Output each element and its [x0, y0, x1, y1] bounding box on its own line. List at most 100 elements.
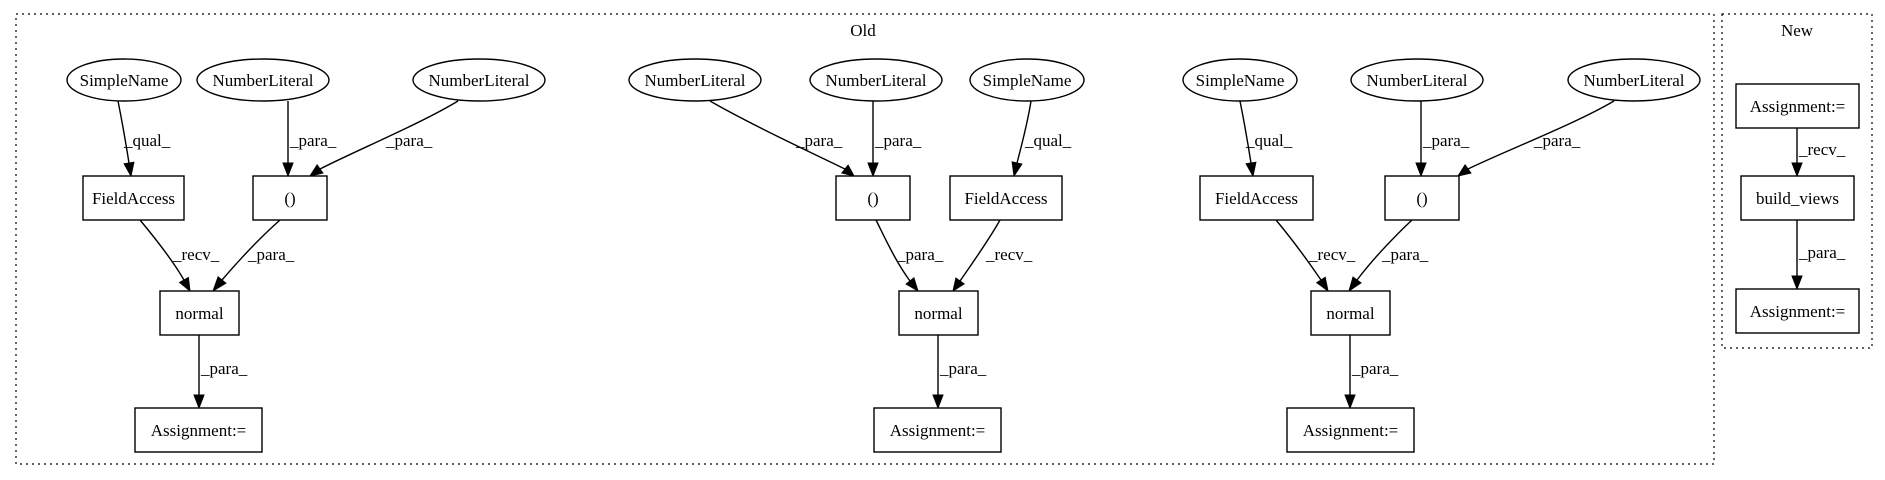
node-nl4-label: NumberLiteral	[825, 71, 926, 90]
edge-e16	[1275, 219, 1329, 293]
edge-e4-label: _recv_	[172, 245, 220, 264]
node-as2-label: Assignment:=	[890, 421, 986, 440]
node-fa3: FieldAccess	[1199, 175, 1314, 221]
node-fa1: FieldAccess	[82, 175, 185, 221]
cluster-new: New	[1721, 13, 1873, 349]
edge-e7-arrowhead	[841, 164, 855, 177]
edge-e16-line	[1275, 219, 1322, 281]
node-nl3-label: NumberLiteral	[644, 71, 745, 90]
edge-e15-line	[1467, 100, 1615, 170]
edge-e11	[952, 219, 1001, 293]
edge-e7-line	[709, 100, 846, 170]
edge-e7-label: _para_	[795, 131, 843, 150]
edge-e5	[212, 219, 281, 293]
node-nl1-label: NumberLiteral	[212, 71, 313, 90]
node-bv-box	[1740, 175, 1855, 221]
node-as3-label: Assignment:=	[1303, 421, 1399, 440]
node-sn2-label: SimpleName	[983, 71, 1072, 90]
node-tp3: ()	[1384, 175, 1460, 221]
edge-e12-label: _para_	[939, 359, 987, 378]
node-nl2-label: NumberLiteral	[428, 71, 529, 90]
cluster-old-label: Old	[850, 21, 876, 40]
edge-e20-arrowhead	[1791, 275, 1803, 291]
node-tp2-label: ()	[867, 189, 878, 208]
edge-e10-arrowhead	[905, 277, 919, 293]
node-no1-box	[159, 290, 240, 336]
node-fa3-label: FieldAccess	[1215, 189, 1298, 208]
node-no2: normal	[898, 290, 979, 336]
edge-e15-arrowhead	[1456, 164, 1472, 177]
edge-e8-arrowhead	[867, 162, 879, 178]
edge-e11-label: _recv_	[985, 245, 1033, 264]
node-nl2: NumberLiteral	[412, 58, 546, 102]
node-sn1: SimpleName	[66, 58, 182, 102]
edge-e1-arrowhead	[123, 161, 135, 178]
node-asn1: Assignment:=	[1735, 83, 1860, 129]
edge-e7	[709, 100, 855, 177]
edge-e13-arrowhead	[1245, 161, 1257, 178]
node-nl4: NumberLiteral	[809, 58, 943, 102]
edge-e4	[139, 219, 191, 293]
edge-e15-label: _para_	[1533, 131, 1581, 150]
edge-e20	[1791, 220, 1803, 291]
edge-e3-label: _para_	[385, 131, 433, 150]
edge-e11-arrowhead	[952, 277, 965, 293]
edge-e6	[193, 335, 205, 410]
node-no1: normal	[159, 290, 240, 336]
node-nl1: NumberLiteral	[196, 58, 330, 102]
node-as2: Assignment:=	[873, 407, 1002, 453]
edge-e8-label: _para_	[874, 131, 922, 150]
edge-e3	[308, 100, 459, 177]
edge-e2	[282, 101, 294, 178]
node-asn2-box	[1735, 288, 1860, 334]
edge-e10	[875, 219, 919, 293]
edge-e14	[1415, 101, 1427, 178]
edge-e12-arrowhead	[932, 394, 944, 410]
edge-e9-label: _qual_	[1024, 131, 1072, 150]
cluster-new-border	[1721, 13, 1873, 349]
cluster-new-label: New	[1781, 21, 1814, 40]
node-tp2: ()	[835, 175, 911, 221]
edge-e9-arrowhead	[1011, 161, 1023, 178]
node-asn2: Assignment:=	[1735, 288, 1860, 334]
node-nl5-ellipse	[1350, 58, 1484, 102]
edge-e18	[1344, 335, 1356, 410]
node-sn3-label: SimpleName	[1196, 71, 1285, 90]
edge-e9	[1011, 100, 1032, 178]
node-fa1-label: FieldAccess	[92, 189, 175, 208]
edge-e6-label: _para_	[200, 359, 248, 378]
edge-e4-arrowhead	[178, 276, 191, 293]
edge-e1-label: _qual_	[123, 131, 171, 150]
node-no2-label: normal	[914, 304, 962, 323]
node-no2-box	[898, 290, 979, 336]
edge-e10-label: _para_	[896, 245, 944, 264]
edge-e13	[1239, 100, 1257, 178]
edge-e10-line	[875, 219, 911, 282]
edge-e1-line	[117, 100, 130, 164]
node-sn2: SimpleName	[969, 58, 1085, 102]
edge-e17-line	[1356, 219, 1413, 281]
edge-e4-line	[139, 219, 185, 281]
edge-e2-label: _para_	[289, 131, 337, 150]
node-as2-box	[873, 407, 1002, 453]
node-fa2-box	[949, 175, 1063, 221]
node-tp1: ()	[252, 175, 328, 221]
node-nl6-ellipse	[1567, 58, 1701, 102]
edge-e18-arrowhead	[1344, 394, 1356, 410]
edge-e12	[932, 335, 944, 410]
node-fa1-box	[82, 175, 185, 221]
node-nl2-ellipse	[412, 58, 546, 102]
clusters-layer: Old New	[15, 13, 1873, 465]
node-nl6: NumberLiteral	[1567, 58, 1701, 102]
edge-e13-label: _qual_	[1245, 131, 1293, 150]
node-nl6-label: NumberLiteral	[1583, 71, 1684, 90]
node-no3-label: normal	[1326, 304, 1374, 323]
edge-e1	[117, 100, 135, 178]
edge-e11-line	[959, 219, 1001, 282]
node-nl3: NumberLiteral	[628, 58, 762, 102]
node-fa2: FieldAccess	[949, 175, 1063, 221]
node-bv-label: build_views	[1756, 189, 1839, 208]
node-tp2-box	[835, 175, 911, 221]
node-sn1-ellipse	[66, 58, 182, 102]
node-as1-box	[134, 407, 263, 453]
